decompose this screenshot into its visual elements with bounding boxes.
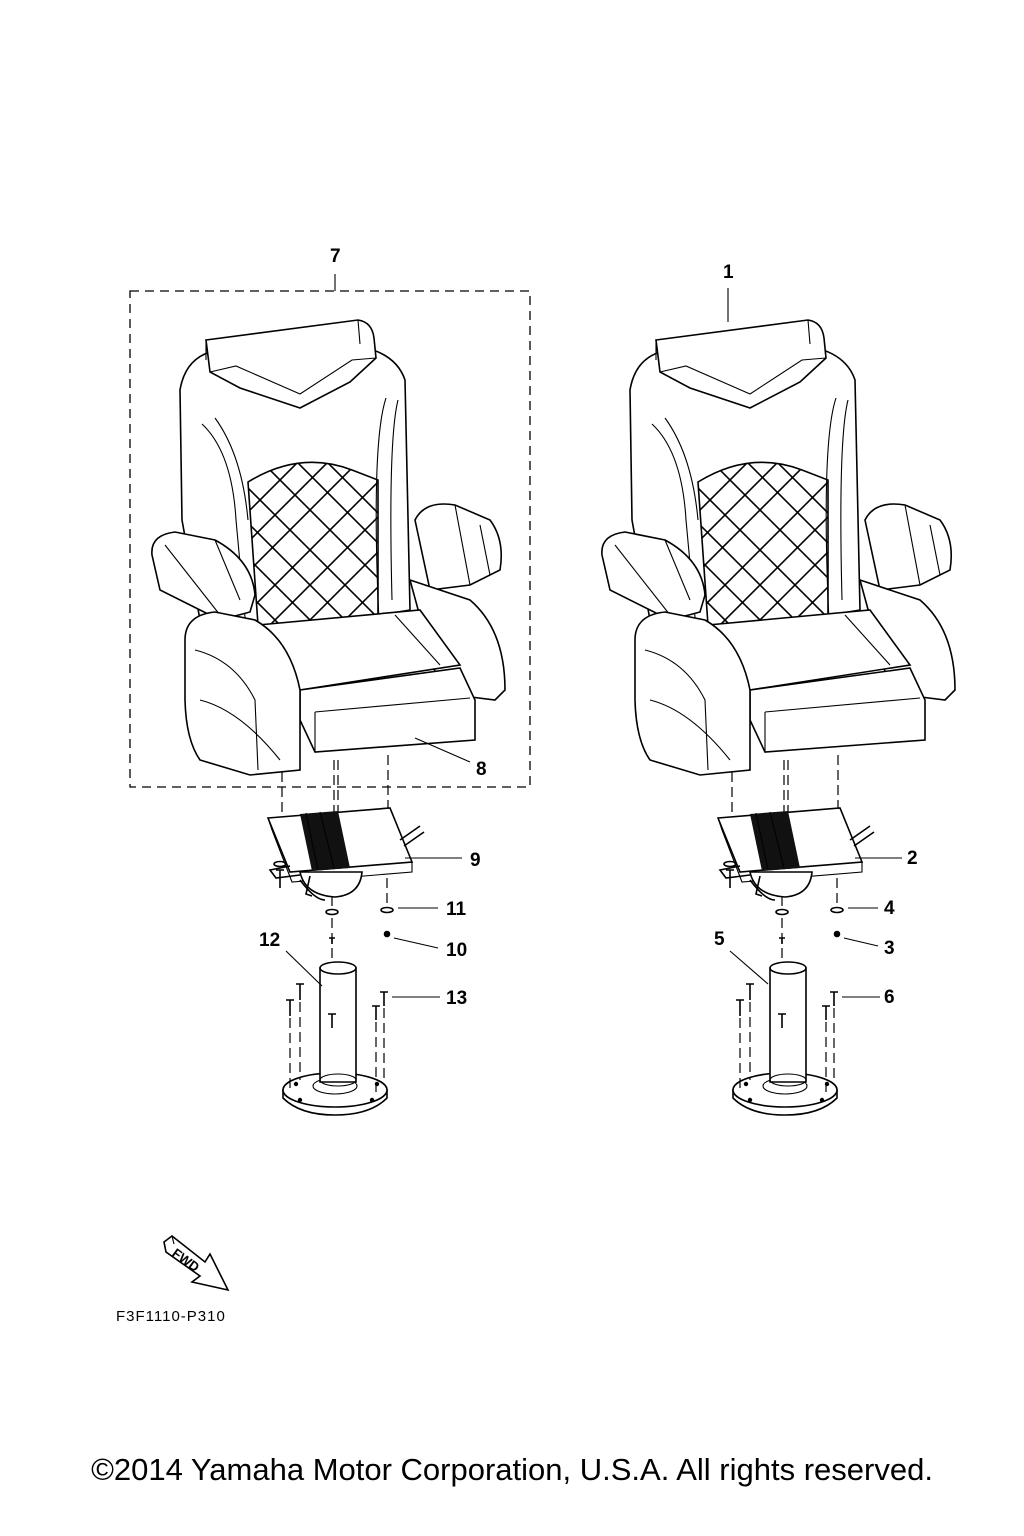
- callout-8: 8: [476, 759, 487, 780]
- seat-right: [602, 320, 955, 775]
- pedestal-left: [282, 961, 389, 1116]
- seat-assembly-right: [602, 288, 955, 1116]
- callout-2: 2: [907, 848, 918, 869]
- figure-code: F3F1110-P310: [116, 1308, 226, 1325]
- callout-5: 5: [714, 929, 725, 950]
- callout-labels: 7 1 8 9 2 11 4 10 3 12 5 13 6: [259, 246, 918, 1009]
- callout-1: 1: [723, 262, 734, 283]
- fwd-arrow-icon: FWD: [163, 1234, 230, 1292]
- seat-assembly-left: [129, 274, 531, 1116]
- seat-left: [152, 320, 505, 775]
- copyright-notice: ©2014 Yamaha Motor Corporation, U.S.A. A…: [91, 1452, 933, 1487]
- callout-3: 3: [884, 938, 895, 959]
- callout-11: 11: [446, 899, 467, 920]
- callout-12: 12: [259, 930, 280, 951]
- callout-6: 6: [884, 987, 895, 1008]
- pedestal-right: [732, 961, 839, 1116]
- hardware-right: [723, 860, 844, 944]
- swivel-bracket-left: [268, 808, 424, 900]
- seat-assembly-boundary: [129, 290, 531, 788]
- callout-7: 7: [330, 246, 341, 267]
- callout-13: 13: [446, 988, 467, 1009]
- swivel-bracket-right: [718, 808, 874, 900]
- callout-4: 4: [884, 898, 895, 919]
- callout-9: 9: [470, 850, 481, 871]
- callout-10: 10: [446, 940, 467, 961]
